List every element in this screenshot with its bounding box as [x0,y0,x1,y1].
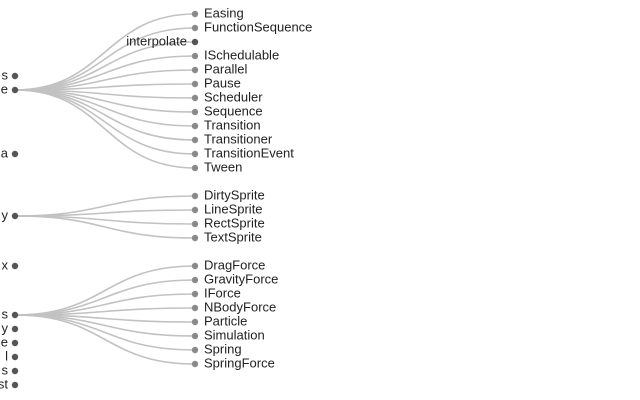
leaf-node-dot [191,94,199,102]
leaf-node-dot [191,192,199,200]
tree-link [14,279,196,316]
leaf-node-dot [191,290,199,298]
leaf-node-dot [191,276,199,284]
edge-node-label: e [1,81,8,96]
leaf-node-dot [191,262,199,270]
leaf-node-label: Pause [204,75,241,90]
edge-node-dot [11,86,19,94]
tree-link [14,314,196,351]
leaf-node-dot [191,220,199,228]
leaf-node-dot [191,346,199,354]
leaf-node-label: DragForce [204,257,265,272]
leaf-node-label: TextSprite [204,229,262,244]
edge-node-label: a [1,145,9,160]
tree-link [14,89,196,169]
tree-link [14,307,196,316]
leaf-node-label: GravityForce [204,271,278,286]
edge-node-label: st [0,376,8,391]
tree-link [14,209,196,217]
leaf-node-dot [191,318,199,326]
leaf-node-label: Transition [204,117,261,132]
leaf-node-dot [191,136,199,144]
edge-node-dot [11,353,19,361]
internal-node-dot [191,38,199,46]
edge-node-label: y [2,207,9,222]
tree-link [14,13,196,91]
edge-node-dot [11,367,19,375]
edge-node-dot [11,212,19,220]
leaf-node-label: Sequence [204,103,263,118]
leaf-node-dot [191,360,199,368]
tree-link [14,89,196,155]
tree-nodes: seayxsyelsstEasingFunctionSequenceinterp… [0,5,312,391]
edge-node-label: s [2,67,9,82]
leaf-node-dot [191,10,199,18]
leaf-node-dot [191,150,199,158]
leaf-node-dot [191,164,199,172]
leaf-node-dot [191,66,199,74]
leaf-node-label: Transitioner [204,131,273,146]
tree-link [14,314,196,365]
edge-node-label: x [2,257,9,272]
leaf-node-dot [191,206,199,214]
leaf-node-label: TransitionEvent [204,145,294,160]
leaf-node-label: SpringForce [204,355,275,370]
tree-link [14,215,196,239]
edge-node-dot [11,339,19,347]
leaf-node-label: NBodyForce [204,299,276,314]
leaf-node-dot [191,332,199,340]
leaf-node-dot [191,24,199,32]
leaf-node-label: ISchedulable [204,47,279,62]
edge-node-dot [11,72,19,80]
edge-node-dot [11,325,19,333]
edge-node-label: y [2,320,9,335]
leaf-node-label: Parallel [204,61,247,76]
tree-link [14,89,196,127]
leaf-node-label: Spring [204,341,242,356]
leaf-node-label: Particle [204,313,247,328]
leaf-node-label: FunctionSequence [204,19,312,34]
leaf-node-dot [191,52,199,60]
edge-node-label: s [2,362,9,377]
leaf-node-dot [191,80,199,88]
edge-node-dot [11,150,19,158]
edge-node-dot [11,262,19,270]
leaf-node-dot [191,122,199,130]
edge-node-label: s [2,306,9,321]
tree-link [14,41,196,91]
leaf-node-dot [191,234,199,242]
leaf-node-label: IForce [204,285,241,300]
edge-node-dot [11,381,19,389]
internal-node-label: interpolate [126,33,187,48]
leaf-node-label: Simulation [204,327,265,342]
leaf-node-dot [191,108,199,116]
tree-links [14,13,196,365]
leaf-node-dot [191,304,199,312]
edge-node-label: e [1,334,8,349]
leaf-node-label: DirtySprite [204,187,265,202]
leaf-node-label: Tween [204,159,242,174]
edge-node-dot [11,311,19,319]
leaf-node-label: LineSprite [204,201,263,216]
leaf-node-label: Scheduler [204,89,263,104]
leaf-node-label: Easing [204,5,244,20]
edge-node-label: l [5,348,8,363]
leaf-node-label: RectSprite [204,215,265,230]
